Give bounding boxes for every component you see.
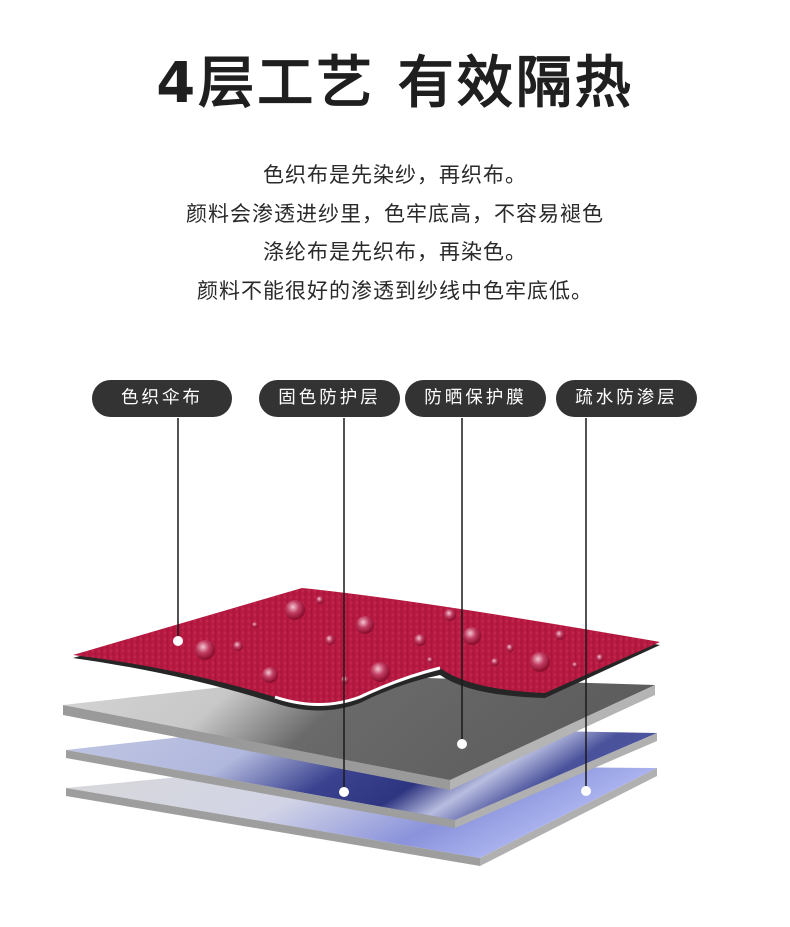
fabric-layer-top xyxy=(73,588,660,705)
leader-lines xyxy=(177,418,587,792)
water-droplets xyxy=(195,596,604,684)
page-title: 4层工艺 有效隔热 xyxy=(156,51,634,116)
description-line-3: 涤纶布是先织布，再染色。 xyxy=(263,240,527,264)
leader-dots xyxy=(173,636,591,797)
label-hydrophobic-layer: 疏水防渗层 xyxy=(556,380,697,417)
description-line-4: 颜料不能很好的渗透到纱线中色牢底低。 xyxy=(197,278,593,303)
hydrophobic-layer-top xyxy=(66,765,657,858)
sun-protection-film-top xyxy=(63,675,655,780)
description: 色织布是先染纱，再织布。 颜料会渗透进纱里，色牢底高，不容易褪色 涤纶布是先织布… xyxy=(0,156,790,310)
description-line-2: 颜料会渗透进纱里，色牢底高，不容易褪色 xyxy=(186,201,604,226)
description-line-1: 色织布是先染纱，再织布。 xyxy=(263,163,527,187)
label-colored-fabric: 色织伞布 xyxy=(92,380,232,417)
label-color-fixing-layer: 固色防护层 xyxy=(259,380,400,417)
label-sun-protection-film: 防晒保护膜 xyxy=(405,380,546,417)
color-fixing-layer-top xyxy=(66,726,657,820)
